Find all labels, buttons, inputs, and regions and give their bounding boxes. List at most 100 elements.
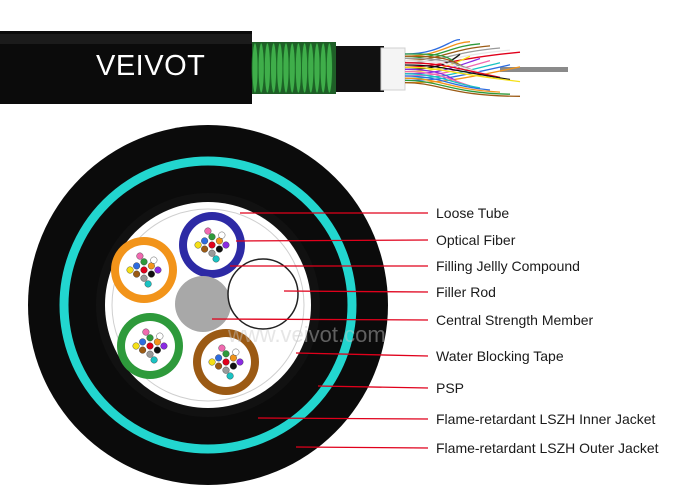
armor-ridge (251, 42, 259, 94)
jacket-shading (0, 34, 252, 44)
optical-fiber (208, 249, 216, 257)
optical-fiber (132, 342, 140, 350)
fiber-strand (404, 59, 491, 76)
optical-fiber (126, 266, 134, 274)
leader-lines (211, 212, 429, 449)
corrugated-armor (251, 42, 336, 94)
inner-jacket-side (334, 46, 384, 92)
fiber-bundle (404, 38, 521, 97)
label-central-strength-member: Central Strength Member (436, 312, 594, 328)
optical-fiber (146, 350, 154, 358)
optical-fiber (222, 358, 230, 366)
optical-fiber (204, 227, 212, 235)
optical-fiber (156, 332, 164, 340)
armor-ridge (282, 42, 290, 94)
strength-rod-side (500, 67, 568, 72)
leader-line (295, 352, 429, 357)
optical-fiber (226, 372, 234, 380)
optical-fiber (133, 270, 141, 278)
armor-ridge (319, 42, 327, 94)
armor-ridge (301, 42, 309, 94)
outer-jacket-side (0, 31, 252, 104)
optical-fiber (154, 266, 162, 274)
label-outer-jacket: Flame-retardant LSZH Outer Jacket (436, 440, 659, 456)
label-filler-rod: Filler Rod (436, 284, 496, 300)
armor-ridge (263, 42, 271, 94)
optical-fiber (147, 270, 155, 278)
optical-fiber (194, 241, 202, 249)
water-blocking-tape-side (380, 47, 406, 91)
label-optical-fiber: Optical Fiber (436, 232, 516, 248)
label-psp: PSP (436, 380, 465, 396)
fiber-strand (404, 62, 501, 79)
optical-fiber (229, 362, 237, 370)
fiber-strand (404, 81, 521, 97)
leader-line (211, 318, 429, 321)
psp-ring (59, 156, 357, 454)
fiber-strand (404, 38, 461, 55)
leader-line (317, 385, 429, 389)
label-filling-jelly: Filling Jellly Compound (436, 258, 580, 274)
optical-fiber (232, 348, 240, 356)
fiber-strand (404, 75, 491, 91)
fiber-strand (404, 64, 511, 81)
armor-ridge (325, 42, 333, 94)
fiber-strand (404, 73, 481, 89)
loose-tubes (111, 212, 299, 395)
armor-ridge (288, 42, 296, 94)
optical-fiber (150, 356, 158, 364)
fiber-strand (404, 79, 511, 95)
filler-rod (227, 258, 299, 330)
leader-line (295, 446, 429, 449)
leader-line (283, 290, 429, 293)
optical-fiber (140, 274, 148, 282)
optical-fiber (136, 252, 144, 260)
optical-fiber (139, 346, 147, 354)
label-inner-jacket: Flame-retardant LSZH Inner Jacket (436, 411, 656, 427)
leader-line (235, 239, 429, 242)
armor-ridge (257, 42, 265, 94)
optical-fiber (160, 342, 168, 350)
optical-fiber (139, 338, 147, 346)
optical-fiber (140, 266, 148, 274)
optical-fiber (222, 366, 230, 374)
armor-ridge (307, 42, 315, 94)
optical-fiber (142, 328, 150, 336)
optical-fiber (215, 245, 223, 253)
leader-line (257, 417, 429, 420)
fiber-strand (404, 77, 501, 93)
cable-side-view (0, 31, 568, 104)
optical-fiber (208, 241, 216, 249)
optical-fiber (218, 231, 226, 239)
optical-fiber (146, 342, 154, 350)
optical-fiber (133, 262, 141, 270)
optical-fiber (201, 245, 209, 253)
fiber-strand (404, 66, 521, 83)
label-loose-tube: Loose Tube (436, 205, 510, 221)
armor-ridge (276, 42, 284, 94)
armor-ridge (294, 42, 302, 94)
optical-fiber (208, 358, 216, 366)
optical-fiber (146, 334, 154, 342)
armor-ridge (313, 42, 321, 94)
optical-fiber (140, 258, 148, 266)
brand-logo-text: VEIVOT (96, 50, 206, 82)
optical-fiber (153, 346, 161, 354)
optical-fiber (208, 233, 216, 241)
optical-fiber (222, 350, 230, 358)
optical-fiber (201, 237, 209, 245)
optical-fiber (212, 255, 220, 263)
optical-fiber (215, 362, 223, 370)
watermark: www.veivot.com (228, 322, 386, 347)
central-strength-member (175, 276, 231, 332)
optical-fiber (236, 358, 244, 366)
label-water-blocking-tape: Water Blocking Tape (436, 348, 564, 364)
optical-fiber (218, 344, 226, 352)
optical-fiber (222, 241, 230, 249)
cable-cross-section (28, 125, 388, 485)
armor-ridge (270, 42, 278, 94)
optical-fiber (144, 280, 152, 288)
optical-fiber (150, 256, 158, 264)
optical-fiber (215, 354, 223, 362)
